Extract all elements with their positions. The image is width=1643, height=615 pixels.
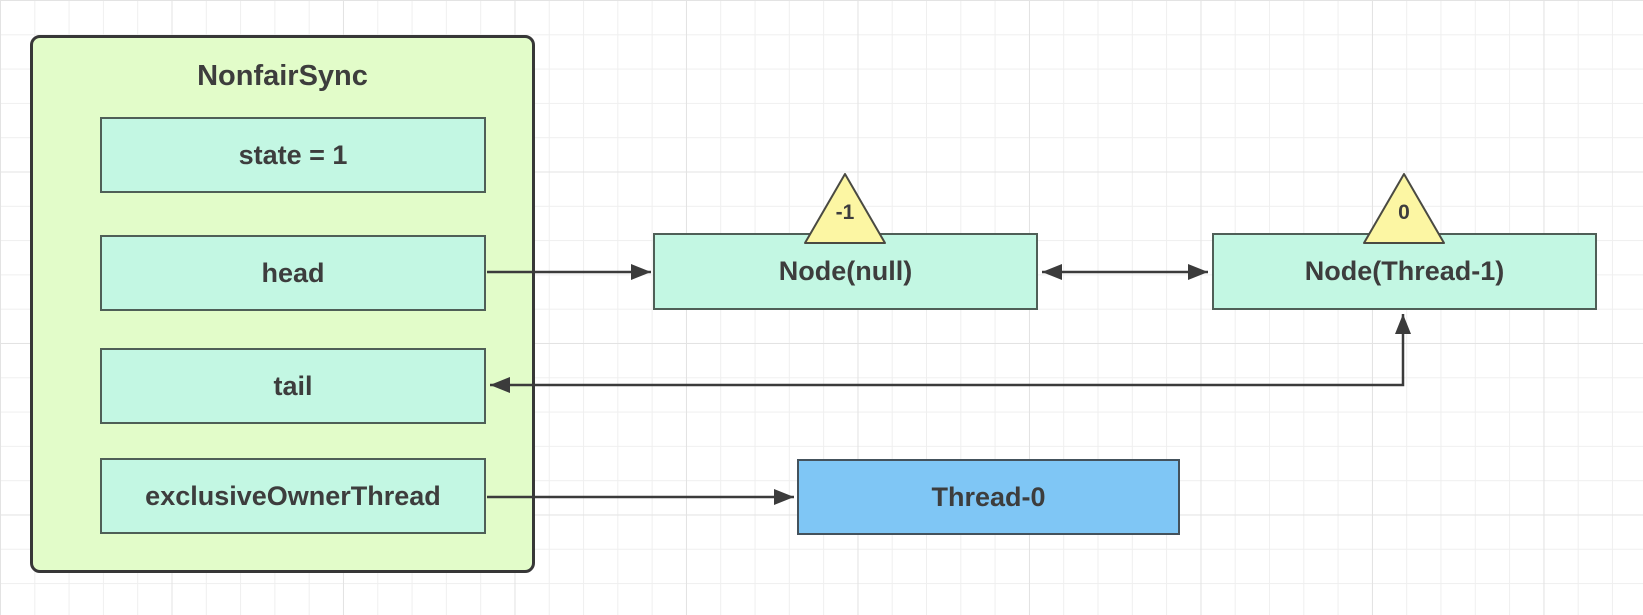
- node-null-label: Node(null): [778, 256, 913, 286]
- node-thread1-label: Node(Thread-1): [1304, 256, 1505, 286]
- field-state-label: state = 1: [238, 139, 348, 170]
- field-exclusive-owner-thread: exclusiveOwnerThread: [100, 458, 486, 534]
- node-thread1-tail-connector: [490, 314, 1411, 393]
- field-head: head: [100, 235, 486, 311]
- node-thread1-box: Node(Thread-1): [1212, 233, 1597, 310]
- waitstatus-label-node-thread1: 0: [1398, 201, 1410, 224]
- field-exclusive-owner-thread-label: exclusiveOwnerThread: [145, 480, 441, 511]
- nonfairsync-title: NonfairSync: [197, 60, 368, 92]
- thread0-box: Thread-0: [797, 459, 1180, 535]
- waitstatus-label-node-null: -1: [835, 201, 855, 224]
- thread0-label: Thread-0: [931, 481, 1046, 512]
- field-tail-label: tail: [273, 370, 313, 401]
- field-tail: tail: [100, 348, 486, 424]
- node-null-box: Node(null): [653, 233, 1038, 310]
- field-state: state = 1: [100, 117, 486, 193]
- nonfairsync-container: NonfairSync state = 1 head tail exclusiv…: [30, 35, 535, 573]
- field-head-label: head: [261, 257, 325, 288]
